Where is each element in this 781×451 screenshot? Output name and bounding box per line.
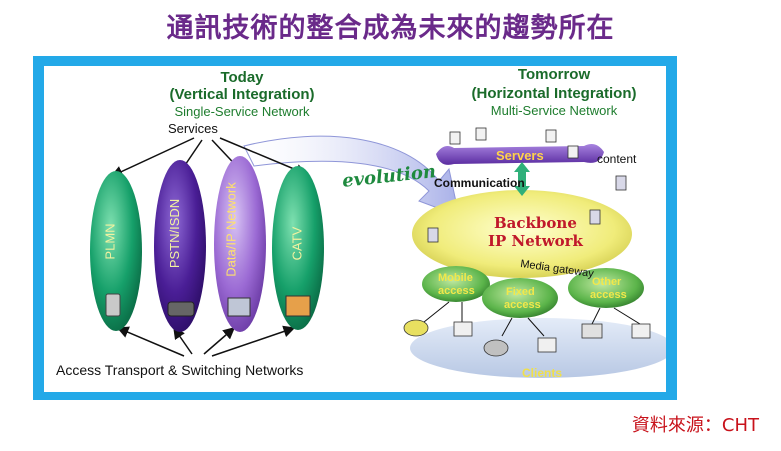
client-laptop-icon — [581, 323, 603, 339]
tv-icon — [285, 295, 311, 317]
access-networks-label: Access Transport & Switching Networks — [56, 362, 304, 378]
network-evolution-diagram: Today (Vertical Integration) Single-Serv… — [44, 66, 666, 392]
servers-label: Servers — [496, 148, 544, 163]
fixed-access-oval — [482, 278, 558, 318]
client-mobile-icon — [403, 319, 429, 337]
data-ip-oval — [214, 156, 266, 332]
client-devices — [403, 319, 651, 357]
other-access-oval — [568, 268, 644, 308]
communication-arrow — [514, 162, 530, 196]
backbone-label: Backbone — [494, 214, 577, 232]
mobile-phone-icon — [105, 293, 121, 317]
pstn-isdn-label: PSTN/ISDN — [167, 198, 183, 269]
page-title: 通訊技術的整合成為未來的趨勢所在 — [166, 13, 615, 44]
clients-label: Clients — [522, 366, 563, 380]
ip-network-label: IP Network — [488, 232, 583, 250]
plmn-label: PLMN — [102, 223, 118, 260]
today-subheading: (Vertical Integration) — [169, 86, 315, 103]
telephone-icon — [167, 301, 195, 317]
fixed-access-label-1: Fixed — [506, 286, 535, 298]
catv-label: CATV — [289, 226, 305, 261]
tomorrow-subheading: (Horizontal Integration) — [471, 85, 637, 102]
catv-oval — [272, 166, 324, 330]
servers-bar — [436, 144, 604, 165]
data-ip-network-label: Data/IP Network — [223, 182, 239, 277]
source-citation: 資料來源：CHT — [631, 415, 759, 436]
mobile-access-oval — [422, 266, 490, 302]
client-pc-icon-3 — [631, 323, 651, 339]
access-arrows — [116, 325, 296, 357]
mobile-access-label-1: Mobile — [438, 272, 473, 284]
services-label: Services — [168, 121, 218, 136]
backbone-cloud — [412, 190, 632, 278]
today-heading: Today — [220, 69, 264, 86]
plmn-oval — [90, 171, 142, 331]
gateway-icons — [427, 175, 627, 243]
server-icons — [449, 127, 579, 159]
fixed-access-label-2: access — [504, 299, 541, 311]
client-pc-icon-2 — [537, 337, 557, 353]
other-access-label-1: Other — [592, 276, 622, 288]
tomorrow-caption: Multi-Service Network — [490, 103, 618, 118]
computer-icon — [227, 297, 251, 317]
mobile-access-label-2: access — [438, 285, 475, 297]
client-phone-icon — [483, 339, 509, 357]
today-caption: Single-Service Network — [174, 104, 310, 119]
client-pc-icon — [453, 321, 473, 337]
pstn-oval — [154, 160, 206, 332]
content-label: content — [597, 152, 637, 166]
client-links — [423, 301, 641, 337]
tomorrow-heading: Tomorrow — [517, 66, 591, 83]
diagram-graphics — [90, 127, 666, 378]
communication-label: Communication — [434, 176, 525, 190]
other-access-label-2: access — [590, 289, 627, 301]
